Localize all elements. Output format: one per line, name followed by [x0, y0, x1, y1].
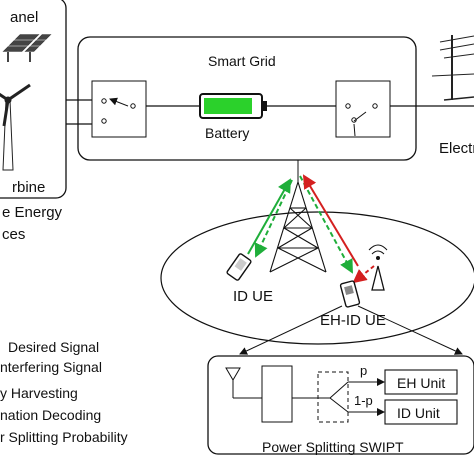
power-splitter-block — [317, 371, 349, 423]
interfering-signal-arrow — [352, 265, 375, 284]
renewable-sources-box — [0, 0, 67, 199]
receiver-antenna-icon — [225, 367, 241, 398]
battery-icon — [199, 93, 267, 119]
legend-desired-signal: Desired Signal — [8, 339, 99, 355]
eh-unit-label: EH Unit — [397, 375, 445, 391]
p-label: p — [360, 363, 367, 378]
power-pole-icon — [431, 35, 474, 101]
legend-energy-harvesting: y Harvesting — [0, 385, 78, 401]
eh-id-ue-device-icon — [339, 280, 361, 308]
renewable-sources-label: ces — [2, 226, 25, 243]
legend-interfering-signal: nterfering Signal — [0, 359, 102, 375]
eh-id-ue-label: EH-ID UE — [320, 312, 386, 329]
desired-signal-arrow-id — [254, 179, 293, 258]
id-unit-box — [384, 399, 458, 425]
left-switch — [91, 80, 147, 138]
wind-turbine-label: rbine — [12, 179, 45, 196]
id-unit-label: ID Unit — [397, 405, 440, 421]
solar-panel-label: anel — [10, 9, 38, 26]
eh-unit-box — [384, 369, 458, 395]
legend-splitting-probability: r Splitting Probability — [0, 429, 128, 445]
solar-panel-icon — [1, 33, 53, 62]
interferer-antenna-icon — [368, 244, 388, 291]
uplink-arrow-id — [247, 178, 291, 255]
swipt-box — [207, 355, 474, 455]
id-ue-label: ID UE — [233, 288, 273, 305]
smart-grid-box — [77, 36, 417, 161]
id-ue-phone-icon — [226, 253, 252, 281]
interfering-uplink-arrow — [302, 174, 359, 267]
renewable-energy-label: e Energy — [2, 204, 63, 221]
wind-turbine-icon — [0, 83, 31, 171]
cell-coverage — [160, 211, 474, 345]
electricity-label: Electr — [439, 140, 474, 157]
receiver-block — [261, 365, 293, 423]
smart-grid-title: Smart Grid — [208, 53, 276, 69]
swipt-caption: Power Splitting SWIPT — [262, 439, 404, 455]
legend: Desired Signal nterfering Signal y Harve… — [0, 339, 128, 445]
desired-signal-arrow-eh — [299, 175, 353, 274]
right-switch — [335, 80, 391, 138]
legend-information-decoding: nation Decoding — [0, 407, 101, 423]
one-minus-p-label: 1-p — [354, 393, 373, 408]
battery-label: Battery — [205, 125, 249, 141]
base-station-tower-icon — [269, 181, 327, 273]
